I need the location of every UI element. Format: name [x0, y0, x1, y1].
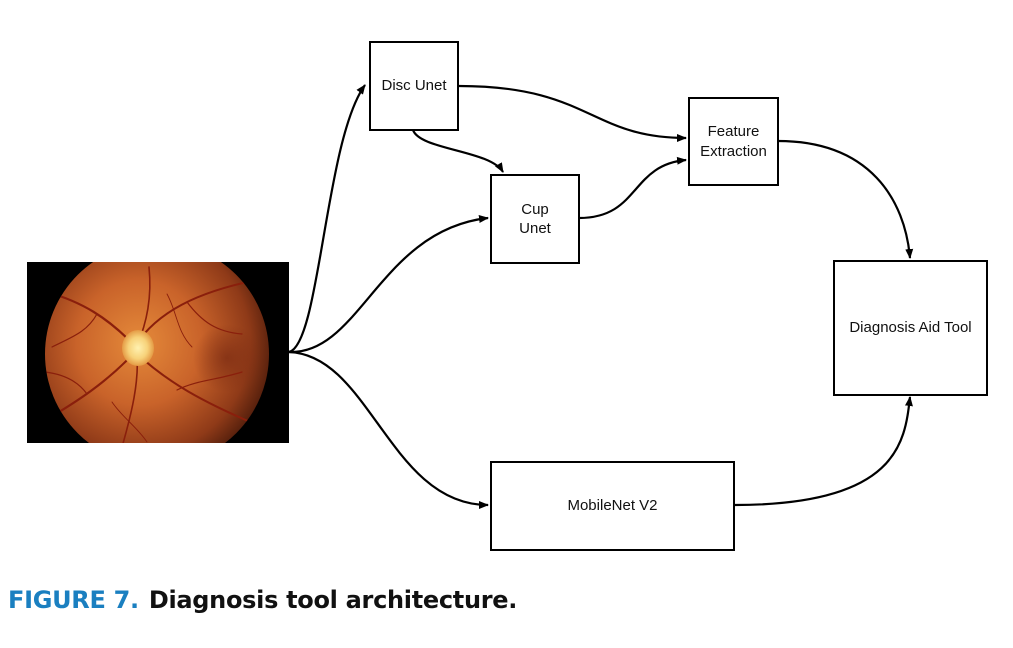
edge-fundus-to-mobilenet: [288, 350, 489, 509]
disc-unet-label: Disc Unet: [381, 77, 447, 95]
mobilenet-label: MobileNet V2: [567, 497, 658, 515]
edge-cup-unet-to-feature-extraction: [578, 156, 687, 220]
diagnosis-aid-tool-node: Diagnosis Aid Tool: [833, 260, 988, 396]
edge-disc-unet-to-feature-extraction: [458, 84, 687, 142]
edge-disc-unet-to-cup-unet: [411, 129, 504, 173]
fundus-image: [27, 262, 289, 443]
figure-caption-label: FIGURE 7.: [8, 586, 139, 614]
feature-extraction-node: Feature Extraction: [688, 97, 779, 186]
figure-caption: FIGURE 7. Diagnosis tool architecture.: [8, 586, 517, 614]
feature-extraction-label-line2: Extraction: [700, 142, 767, 160]
edge-feature-extraction-to-diagnosis-aid-tool: [777, 139, 914, 259]
mobilenet-node: MobileNet V2: [490, 461, 735, 551]
architecture-diagram: [288, 84, 914, 509]
diagnosis-aid-tool-label: Diagnosis Aid Tool: [849, 319, 972, 337]
edge-fundus-to-cup-unet: [288, 215, 489, 354]
edge-fundus-to-disc-unet: [288, 84, 366, 354]
edge-mobilenet-to-diagnosis-aid-tool: [734, 396, 913, 507]
cup-unet-label-line2: Unet: [519, 220, 551, 237]
cup-unet-node: Cup Unet: [490, 174, 580, 264]
disc-unet-node: Disc Unet: [369, 41, 459, 131]
cup-unet-label-line1: Cup: [521, 200, 549, 218]
feature-extraction-label-line1: Feature: [707, 123, 760, 140]
figure-caption-text: Diagnosis tool architecture.: [148, 586, 518, 614]
